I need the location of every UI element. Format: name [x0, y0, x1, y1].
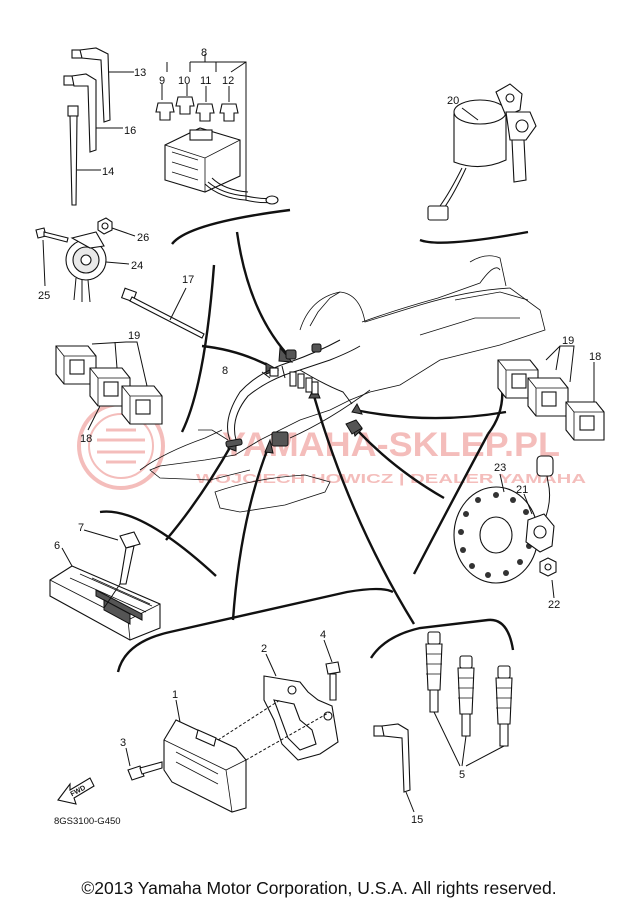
- fwd-arrow-icon: FWD: [57, 777, 95, 805]
- fuse-box-assembly: [155, 54, 279, 205]
- fuse-icon: [155, 96, 239, 122]
- bolt-icon: [119, 531, 141, 585]
- callout-8-fuse-box: 8: [201, 47, 207, 59]
- callout-18-right: 18: [589, 351, 601, 363]
- callout-12: 12: [222, 75, 234, 87]
- speed-sensor-icon: [525, 455, 555, 553]
- wire-bands: [63, 47, 134, 206]
- band-16-icon: [63, 73, 97, 153]
- sensor-assembly: [453, 455, 557, 599]
- callout-16: 16: [124, 125, 136, 137]
- callout-10: 10: [178, 75, 190, 87]
- callout-14: 14: [102, 166, 114, 178]
- callout-17: 17: [182, 274, 194, 286]
- callout-15: 15: [411, 814, 423, 826]
- callout-18-left: 18: [80, 433, 92, 445]
- cdi-unit-icon: [163, 719, 247, 813]
- right-couplers: [497, 345, 605, 441]
- callout-8-harness: 8: [222, 365, 228, 377]
- band-15-icon: [373, 723, 411, 793]
- callout-22: 22: [548, 599, 560, 611]
- bolt-icon: [325, 661, 341, 701]
- callout-24: 24: [131, 260, 143, 272]
- coupler-cover-icon: [121, 385, 163, 425]
- buzzer-icon: [65, 231, 107, 303]
- bolt-icon: [127, 761, 163, 781]
- fuse-box-icon: [164, 127, 279, 205]
- cdi-unit-assembly: [125, 639, 341, 813]
- copyright-notice: ©2013 Yamaha Motor Corporation, U.S.A. A…: [81, 878, 557, 898]
- band-13-icon: [71, 47, 111, 123]
- spark-plug-cap-assembly: [373, 631, 513, 813]
- nut-icon: [97, 217, 113, 235]
- callout-21: 21: [516, 484, 528, 496]
- callout-7: 7: [78, 522, 84, 534]
- spark-plug-cap-icon: [495, 665, 513, 747]
- main-wire-harness: [225, 339, 363, 448]
- callout-19-left: 19: [128, 330, 140, 342]
- watermark-sub-text: WOJCIECH HOWICZ | DEALER YAMAHA: [196, 471, 587, 486]
- fwd-label: FWD: [70, 785, 87, 799]
- callout-11: 11: [200, 75, 211, 87]
- callout-1: 1: [172, 689, 178, 701]
- main-switch-assembly: [427, 83, 537, 221]
- bolt-icon: [35, 227, 69, 243]
- coupler-cover-icon: [527, 377, 569, 417]
- cable-tie-14-icon: [67, 105, 79, 206]
- left-couplers: [55, 341, 163, 431]
- resistor-icon: [49, 565, 161, 641]
- main-switch-icon: [453, 83, 537, 183]
- callout-13: 13: [134, 67, 146, 79]
- callout-5: 5: [459, 769, 465, 781]
- callout-2: 2: [261, 643, 267, 655]
- callout-9: 9: [159, 75, 165, 87]
- callout-4: 4: [320, 629, 326, 641]
- callout-20: 20: [447, 95, 459, 107]
- callout-19-right: 19: [562, 335, 574, 347]
- callout-3: 3: [120, 737, 126, 749]
- callout-25: 25: [38, 290, 50, 302]
- buzzer-assembly: [35, 217, 136, 303]
- callout-6: 6: [54, 540, 60, 552]
- cable-tie-17-icon: [120, 287, 205, 339]
- callout-labels: 1 2 3 4 5 6 7 8 8 9 10 11 12 13 14 15 16…: [38, 47, 601, 826]
- callout-23: 23: [494, 462, 506, 474]
- coupler-cover-icon: [565, 401, 605, 441]
- part-code: 8GS3100-G450: [54, 816, 121, 827]
- spark-plug-cap-icon: [457, 655, 475, 737]
- spark-plug-cap-icon: [425, 631, 443, 713]
- nut-icon: [539, 557, 557, 577]
- rotor-plate-icon: [453, 486, 539, 584]
- callout-26: 26: [137, 232, 149, 244]
- resistor-plate-assembly: [49, 529, 161, 641]
- bracket-icon: [263, 675, 339, 761]
- snowmobile-outline: [139, 255, 546, 513]
